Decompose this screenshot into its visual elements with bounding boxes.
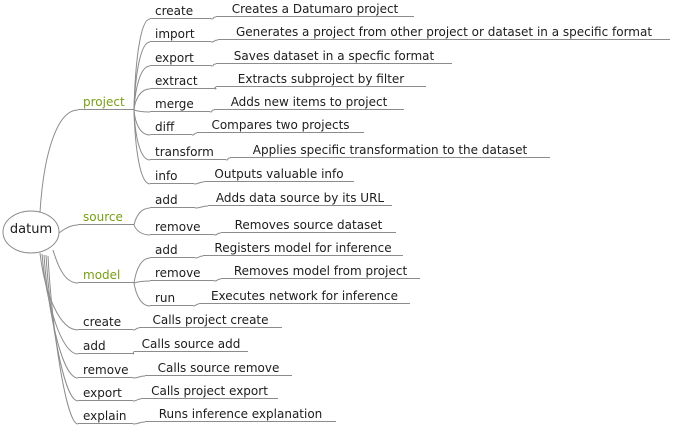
branch-model-label: model [78,268,134,283]
edge-root-model [52,249,79,284]
connector-project-export [210,63,217,67]
edge-source-remove [133,224,151,236]
connector-source-remove [213,232,222,236]
leaf-remove-label: remove [78,363,133,378]
model-add-label: add [150,243,195,258]
edge-source-add [133,207,151,226]
root-ellipse [2,210,60,254]
edge-project-export [133,65,151,111]
connector-project-transform [225,157,231,161]
leaf-add-label: add [78,339,133,354]
edge-model-remove [133,280,151,284]
source-remove-label: remove [150,220,214,235]
project-merge-desc: Adds new items to project [214,95,404,110]
connector-model-remove [213,278,222,282]
connector-project-diff [191,132,198,136]
edge-root-remove [43,254,79,379]
project-info-label: info [150,169,194,184]
connector-leaf-remove [132,375,146,379]
project-merge-label: merge [150,97,210,112]
edge-root-explain [47,255,79,425]
edge-root-create [39,252,79,331]
edge-project-info [133,109,151,185]
model-add-desc: Registers model for inference [203,241,403,256]
leaf-export-label: export [78,386,133,401]
leaf-add-desc: Calls source add [134,337,248,352]
leaf-export-desc: Calls project export [141,384,278,399]
project-info-desc: Outputs valuable info [204,167,354,182]
edge-root-export [45,254,79,402]
project-diff-desc: Compares two projects [197,118,364,133]
connector-leaf-add [132,351,135,355]
leaf-explain-label: explain [78,409,133,424]
connector-project-info [193,181,205,185]
connector-project-merge [209,109,215,113]
edge-project-merge [133,109,151,113]
connector-project-extract [214,86,217,90]
connector-project-import [210,39,219,43]
edge-project-create [133,18,151,111]
connector-leaf-export [132,398,142,402]
edge-model-run [133,282,151,307]
project-export-desc: Saves dataset in a specfic format [216,49,452,64]
project-extract-label: extract [150,74,215,89]
model-run-label: run [150,291,193,306]
connector-project-create [210,16,217,20]
edge-root-add [41,253,79,355]
leaf-remove-desc: Calls source remove [145,361,292,376]
project-extract-desc: Extracts subproject by filter [216,72,426,87]
branch-project-label: project [78,95,134,110]
edge-root-source [58,224,79,234]
connector-leaf-create [132,327,140,331]
model-remove-desc: Removes model from project [221,264,420,279]
model-run-desc: Executes network for inference [199,289,410,304]
leaf-create-label: create [78,315,133,330]
project-transform-desc: Applies specific transformation to the d… [230,143,550,158]
source-add-desc: Adds data source by its URL [208,191,392,206]
project-create-desc: Creates a Datumaro project [216,2,414,17]
branch-source-label: source [78,210,134,225]
connector-model-add [194,255,204,259]
edge-root-project [39,109,79,213]
project-import-desc: Generates a project from other project o… [218,25,670,40]
edge-project-diff [133,109,151,136]
source-add-label: add [150,193,195,208]
project-create-label: create [150,4,211,19]
connector-source-add [194,205,209,209]
project-import-label: import [150,27,211,42]
leaf-create-desc: Calls project create [139,313,282,328]
root-node-label: datum [9,222,53,237]
edge-model-add [133,257,151,284]
project-export-label: export [150,51,211,66]
project-transform-label: transform [150,145,226,160]
source-remove-desc: Removes source dataset [221,218,396,233]
leaf-explain-desc: Runs inference explanation [145,407,336,422]
connector-model-run [192,303,200,307]
model-remove-label: remove [150,266,214,281]
project-diff-label: diff [150,120,192,135]
connector-leaf-explain [132,421,146,425]
edge-project-extract [133,88,151,111]
